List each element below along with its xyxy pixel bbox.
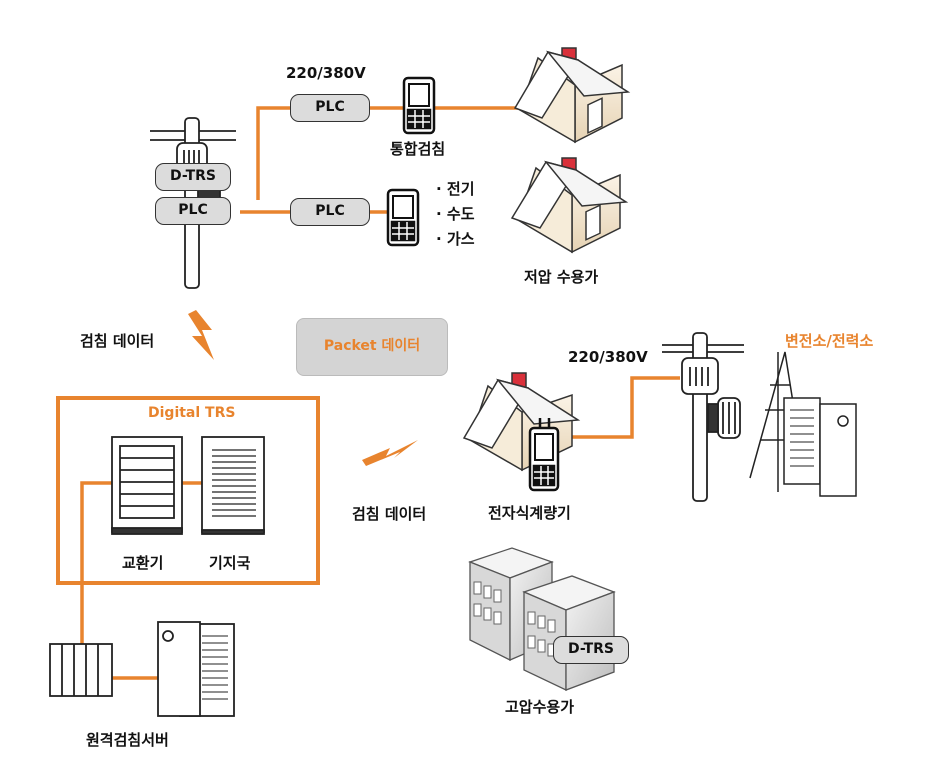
pole-dtrs-pill: D-TRS <box>155 163 231 191</box>
digital-trs-frame <box>56 396 320 585</box>
connection-lines <box>56 106 680 680</box>
electronic-meter-device <box>528 418 560 492</box>
high-voltage-customer-label: 고압수용가 <box>505 698 575 716</box>
plc-bottom-pill: PLC <box>290 198 370 226</box>
meter-data-label-left: 검침 데이터 <box>80 332 155 350</box>
voltage-label-top: 220/380V <box>286 64 366 82</box>
line-pole-to-plc-top <box>256 106 290 200</box>
low-voltage-customer-label: 저압 수용가 <box>524 268 599 286</box>
building-right <box>522 575 616 692</box>
line-server-to-switch <box>80 481 118 678</box>
substation-icon <box>749 351 857 497</box>
line-meter-to-pole-right <box>555 376 680 439</box>
switch-equipment <box>111 436 183 535</box>
substation-label: 변전소/전력소 <box>785 332 874 350</box>
house-low-voltage <box>510 157 629 254</box>
integrated-meter-label: 통합검침 <box>390 140 446 158</box>
pole-plc-pill: PLC <box>155 197 231 225</box>
utility-pole-right <box>662 332 744 502</box>
meter-type-electric: · 전기 <box>436 180 475 198</box>
base-station-label: 기지국 <box>209 554 251 572</box>
digital-trs-label: Digital TRS <box>148 405 236 421</box>
plc-top-pill: PLC <box>290 94 370 122</box>
switch-label: 교환기 <box>122 554 164 572</box>
lightning-icon <box>188 310 214 360</box>
packet-data-box: Packet 데이터 <box>296 318 448 376</box>
meter-type-water: · 수도 <box>436 205 475 223</box>
house-top <box>513 47 631 144</box>
meter-type-gas: · 가스 <box>436 230 475 248</box>
base-station-equipment <box>201 436 265 535</box>
voltage-label-right: 220/380V <box>568 348 648 366</box>
remote-server-label: 원격검침서버 <box>86 731 169 749</box>
integrated-meter-device <box>402 76 436 135</box>
meter-device <box>386 188 420 247</box>
meter-data-label-mid: 검침 데이터 <box>352 505 427 523</box>
server-cabinet <box>157 621 235 717</box>
building-dtrs-pill: D-TRS <box>553 636 629 664</box>
server-rack <box>49 643 113 697</box>
electronic-meter-label: 전자식계량기 <box>488 504 571 522</box>
house-electronic-meter <box>462 372 581 472</box>
lightning-icon-mid <box>362 440 418 466</box>
